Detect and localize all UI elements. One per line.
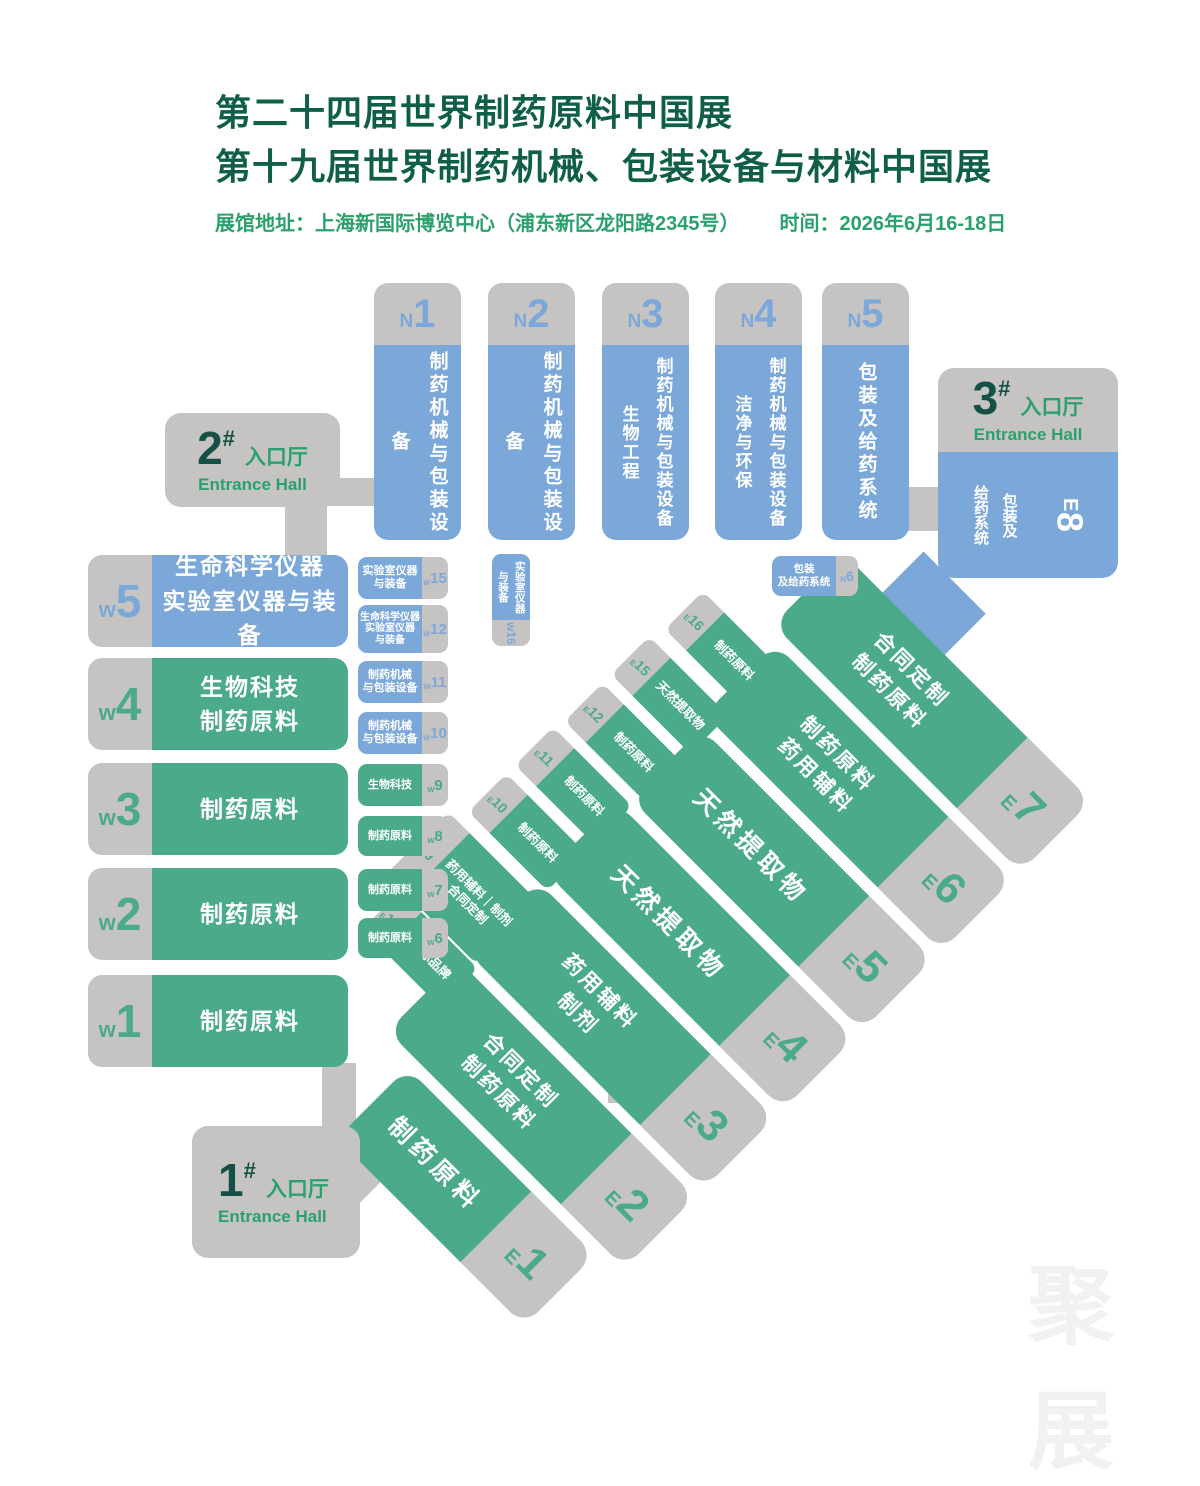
watermark: 聚展 <box>1028 1259 1118 1480</box>
hall-w3-label: 制药原料 <box>152 763 348 855</box>
event-date: 时间：2026年6月16-18日 <box>779 213 1007 235</box>
entrance-3-hash: # <box>998 376 1011 401</box>
hall-e8-label: 包装及 给药系统 <box>972 485 1018 545</box>
hall-n5-label: 包装及给药系统 <box>822 345 909 540</box>
entrance-3-zh: 入口厅 <box>1020 396 1084 419</box>
hall-w4-label: 生物科技 制药原料 <box>152 658 348 750</box>
hall-w5-label: 生命科学仪器 实验室仪器与装备 <box>152 555 348 647</box>
hall-n1-label: 制药机械与包装设备 <box>374 345 461 540</box>
venue-address: 展馆地址：上海新国际博览中心（浦东新区龙阳路2345号） <box>215 213 740 235</box>
hall-w16-label: 实验室仪器 与装备 <box>492 554 530 620</box>
exhibition-title-line2: 第十九届世界制药机械、包装设备与材料中国展 <box>215 146 993 187</box>
hall-w8-label: 制药原料 <box>358 816 422 856</box>
entrance-3-number: 3 <box>972 372 999 424</box>
entrance-1-number: 1 <box>218 1154 244 1206</box>
entrance-2-number: 2 <box>197 422 223 474</box>
hall-w16-number: w16 <box>492 620 530 646</box>
hall-w2-label: 制药原料 <box>152 868 348 960</box>
entrance-2-zh: 入口厅 <box>244 446 308 469</box>
hall-w12-label: 生命科学仪器 实验室仪器 与装备 <box>358 605 422 653</box>
entrance-hall-2[interactable]: 2# 入口厅 Entrance Hall <box>165 413 340 507</box>
entrance-2-hash: # <box>222 426 235 451</box>
hall-n4-label: 制药机械与包装设备 洁净与环保 <box>715 345 802 540</box>
entrance-1-zh: 入口厅 <box>265 1178 329 1201</box>
entrance-2-en: Entrance Hall <box>198 475 307 494</box>
hall-w7-label: 制药原料 <box>358 869 422 911</box>
entrance-1-en: Entrance Hall <box>218 1207 327 1226</box>
corridor-entrance2-stem <box>285 500 327 560</box>
hall-w9-label: 生物科技 <box>358 764 422 806</box>
entrance-hall-3[interactable]: 3# 入口厅 Entrance Hall <box>938 368 1118 452</box>
corridor-w1-stem <box>322 1063 356 1133</box>
hall-n6-label: 包装 及给药系统 <box>772 556 836 596</box>
exhibition-title-line1: 第二十四届世界制药原料中国展 <box>215 92 734 133</box>
hall-w1-label: 制药原料 <box>152 975 348 1067</box>
entrance-1-hash: # <box>243 1158 256 1183</box>
hall-n3-label: 制药机械与包装设备 生物工程 <box>602 345 689 540</box>
hall-w10-label: 制药机械 与包装设备 <box>358 712 422 754</box>
entrance-hall-1[interactable]: 1# 入口厅 Entrance Hall <box>192 1126 360 1258</box>
hall-n2-label: 制药机械与包装设备 <box>488 345 575 540</box>
entrance-3-en: Entrance Hall <box>973 425 1083 444</box>
venue-and-date-info: 展馆地址：上海新国际博览中心（浦东新区龙阳路2345号） 时间：2026年6月16… <box>215 207 1006 236</box>
hall-w6-label: 制药原料 <box>358 918 422 958</box>
hall-w16[interactable]: 实验室仪器 与装备 w16 <box>492 554 530 646</box>
hall-w15-label: 实验室仪器 与装备 <box>358 557 422 599</box>
hall-w11-label: 制药机械 与包装设备 <box>358 661 422 703</box>
